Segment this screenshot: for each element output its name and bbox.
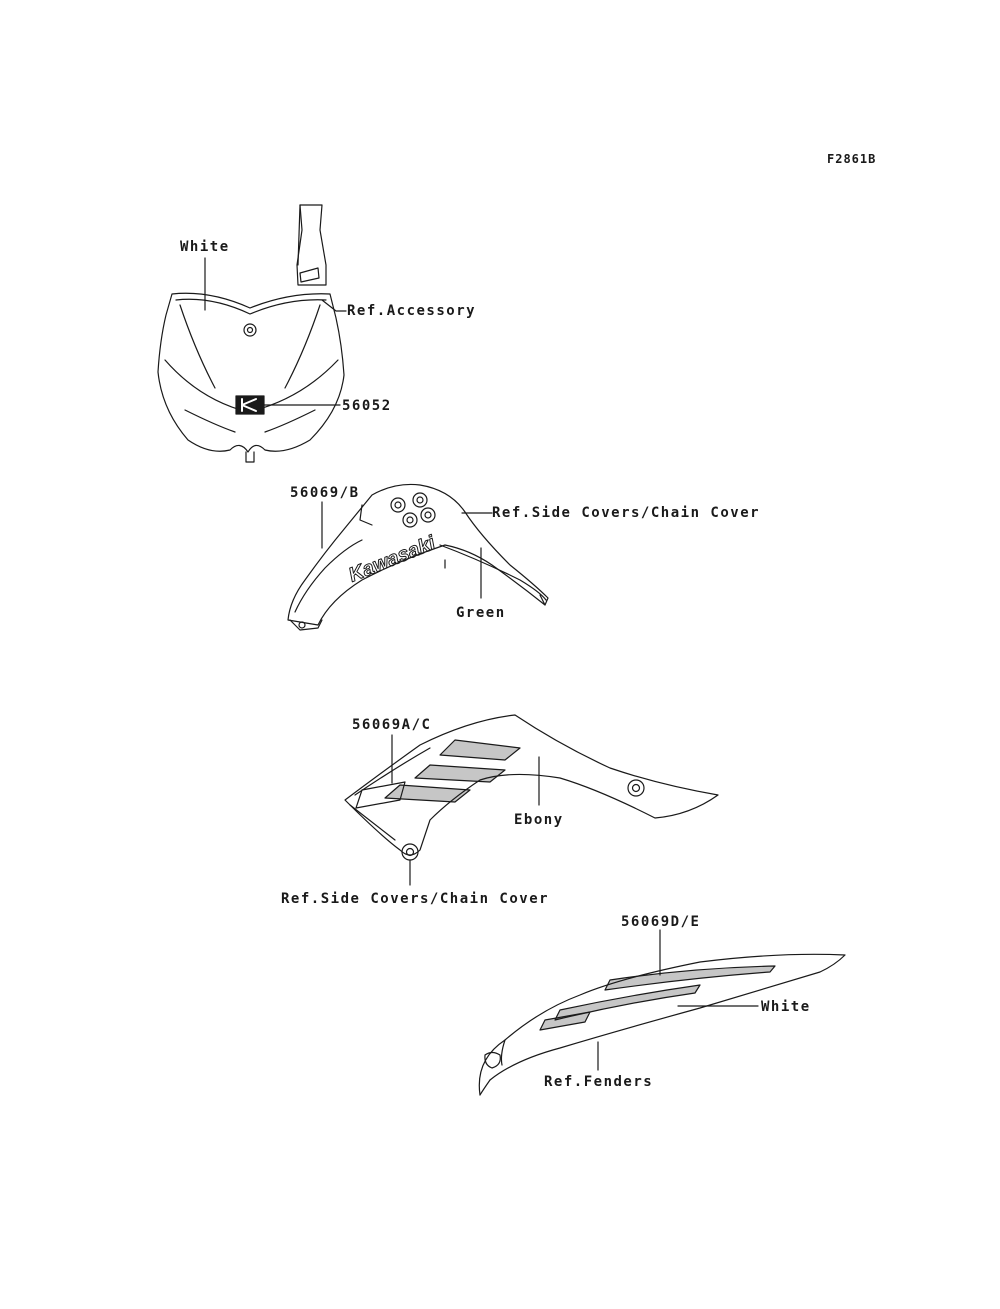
number-plate-ref-label: Ref.Accessory bbox=[347, 303, 477, 319]
number-plate-drawing bbox=[157, 204, 347, 463]
figure-code: F2861B bbox=[827, 152, 877, 166]
shroud-upper-color-label: Green bbox=[456, 605, 506, 621]
side-cover-part-number: 56069A/C bbox=[352, 717, 432, 733]
rear-fender-color-label: White bbox=[761, 999, 811, 1015]
rear-fender-ref-label: Ref.Fenders bbox=[544, 1074, 654, 1090]
number-plate-color-label: White bbox=[180, 239, 230, 255]
rear-fender-part-number: 56069D/E bbox=[621, 914, 701, 930]
side-cover-ref-label: Ref.Side Covers/Chain Cover bbox=[281, 891, 550, 907]
shroud-upper-part-number: 56069/B bbox=[290, 485, 360, 501]
shroud-upper-ref-label: Ref.Side Covers/Chain Cover bbox=[492, 505, 761, 521]
side-cover-color-label: Ebony bbox=[514, 812, 564, 828]
side-cover-drawing bbox=[344, 714, 719, 886]
number-plate-part-number: 56052 bbox=[342, 398, 392, 414]
rear-fender-drawing bbox=[478, 929, 846, 1096]
shroud-emblem-text: Kawasaki bbox=[346, 532, 439, 587]
